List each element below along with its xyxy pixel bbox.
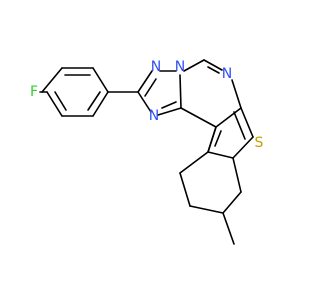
nitrogen-label-1: N (151, 59, 161, 75)
bond (137, 91, 152, 113)
bond (207, 126, 217, 153)
sulfur-label: S (255, 135, 264, 151)
bond (240, 107, 254, 138)
bond-lines (39, 59, 254, 245)
bond (207, 151, 234, 159)
bond (87, 91, 101, 111)
bond (232, 136, 254, 159)
bond (92, 91, 109, 117)
bond (189, 205, 224, 214)
bond (222, 212, 235, 245)
nitrogen-label-4: N (149, 108, 159, 124)
bond (46, 91, 63, 117)
nitrogen-label-3: N (222, 66, 232, 82)
bond (180, 107, 217, 128)
bond (231, 79, 242, 109)
bond (144, 78, 157, 97)
bond (54, 91, 67, 111)
nitrogen-label-2: N (175, 59, 185, 75)
bond (203, 59, 223, 71)
fluorine-label: F (30, 84, 38, 100)
bond (232, 157, 242, 193)
bond (183, 59, 205, 72)
bond (215, 107, 242, 128)
bond (222, 191, 242, 214)
bond (157, 107, 182, 116)
bond (137, 70, 153, 93)
bond (179, 172, 191, 207)
bond (233, 111, 246, 140)
chemical-structure-diagram: F N N N N S (30, 59, 264, 245)
atom-labels: F N N N N S (30, 59, 264, 151)
bond (161, 101, 177, 109)
bond (41, 67, 63, 93)
bond (214, 130, 222, 147)
bond (207, 66, 220, 74)
bond (92, 67, 109, 93)
bond (179, 74, 182, 109)
bond (179, 151, 209, 174)
